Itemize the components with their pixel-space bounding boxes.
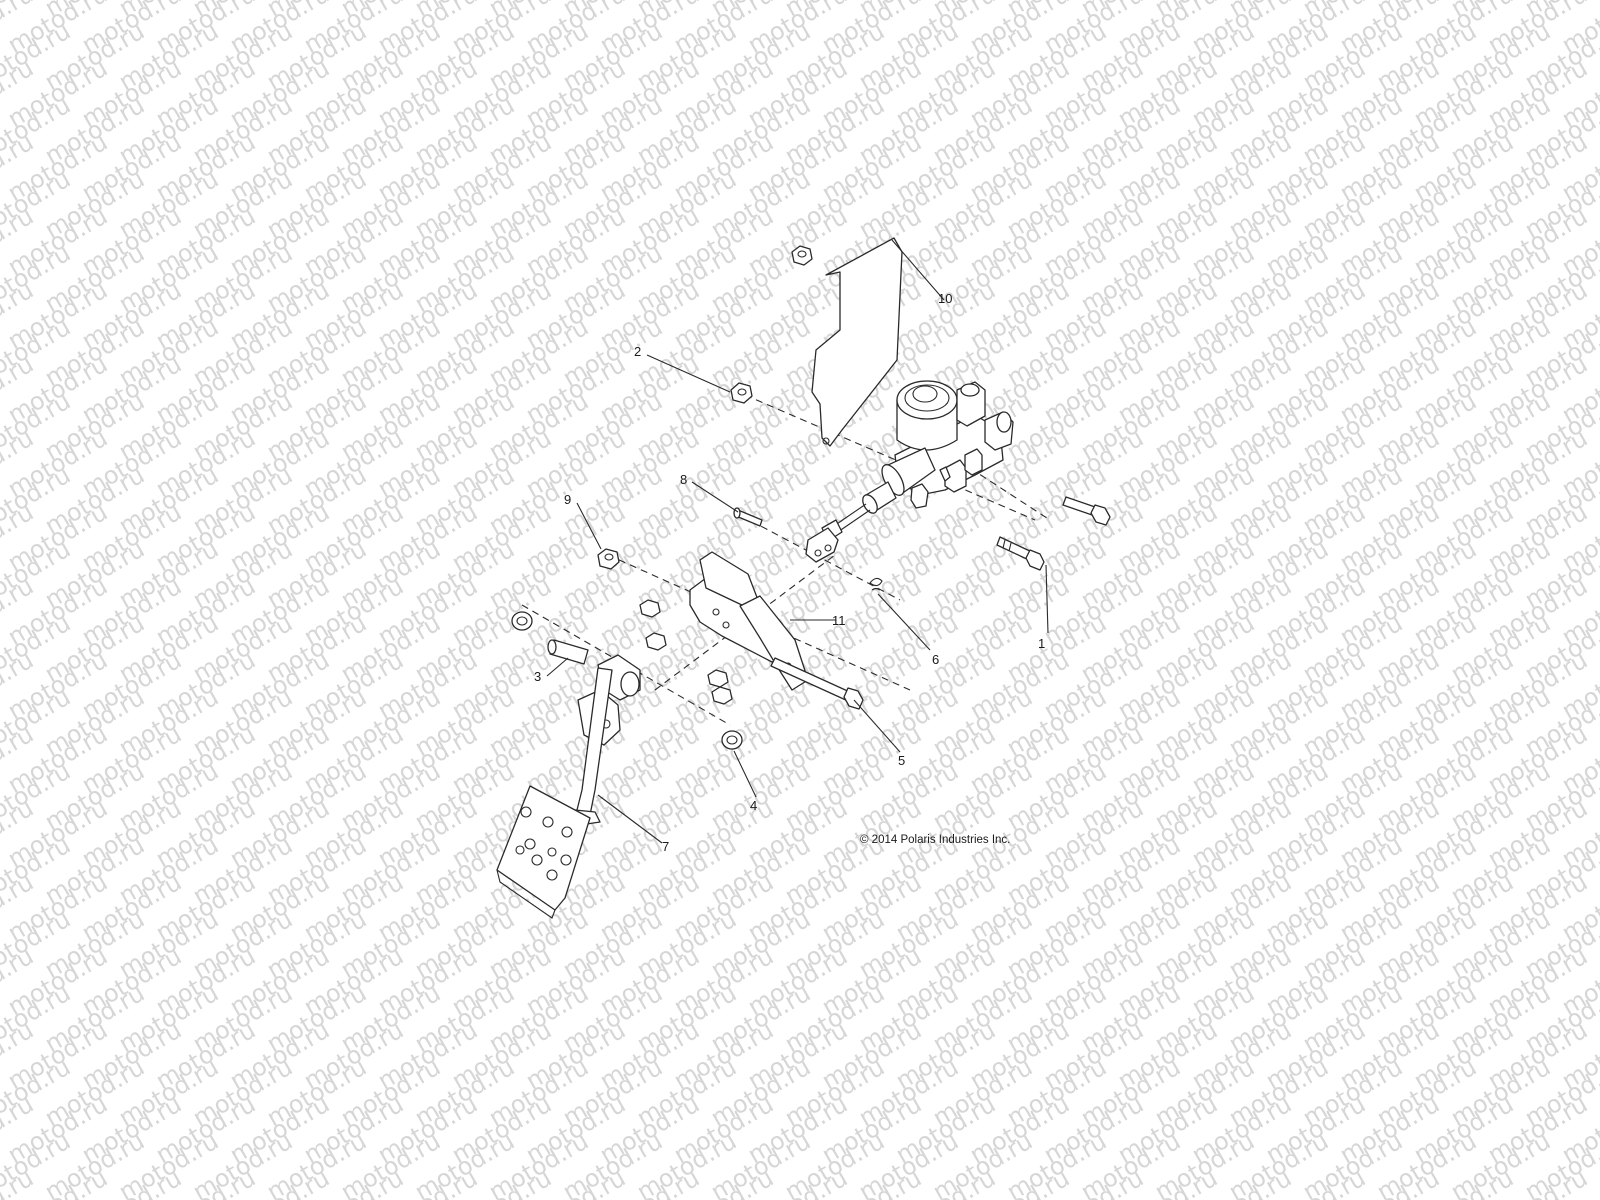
callout-10: 10 [938,291,952,306]
callout-11: 11 [832,613,846,628]
callout-6: 6 [932,652,939,667]
callout-4: 4 [750,798,757,813]
callout-7: 7 [662,839,669,854]
callout-2: 2 [634,344,641,359]
callout-3: 3 [534,669,541,684]
callout-9: 9 [564,492,571,507]
callout-8: 8 [680,472,687,487]
washer-top [511,611,533,631]
washer-4 [721,730,743,750]
callout-1: 1 [1038,636,1045,651]
copyright-text: © 2014 Polaris Industries Inc. [860,834,1010,846]
callout-5: 5 [898,753,905,768]
